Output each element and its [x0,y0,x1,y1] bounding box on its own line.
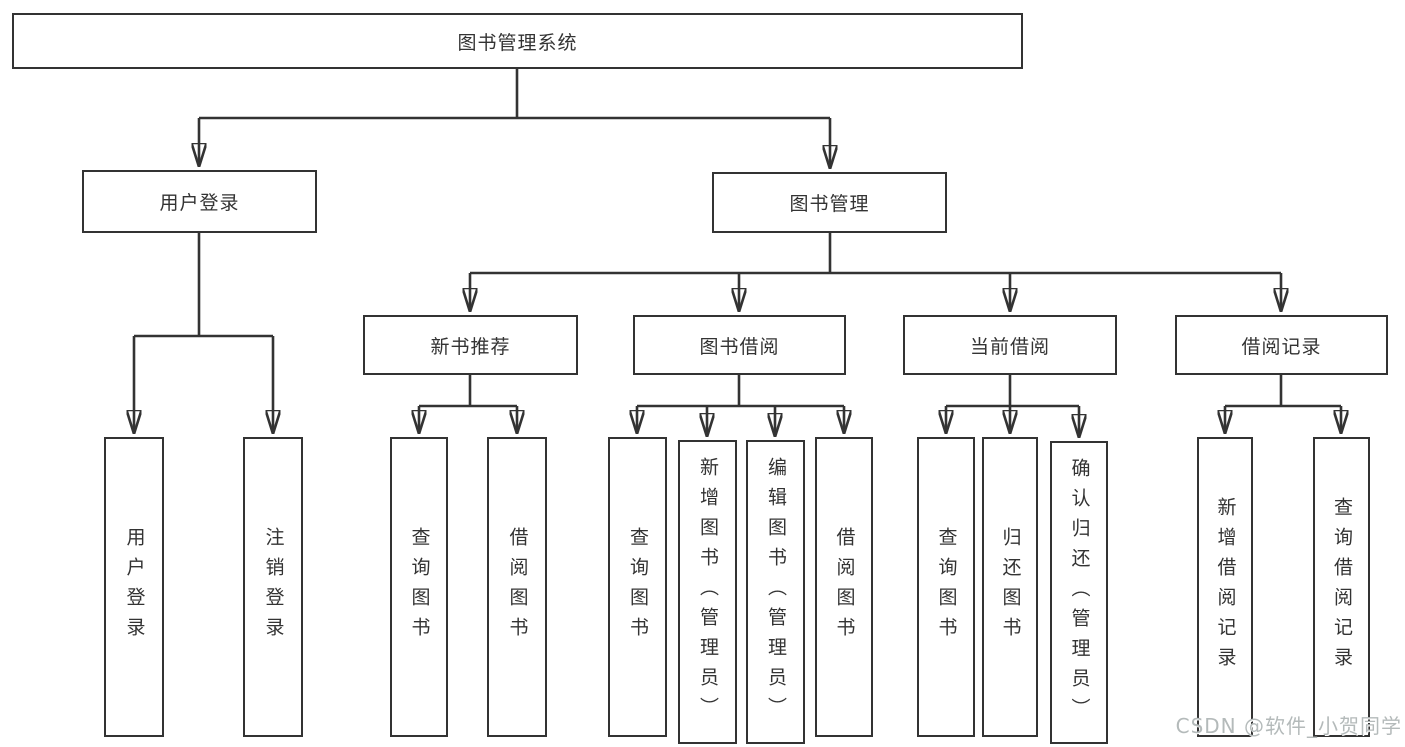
leaf-label: 编辑图书（管理员） [765,457,787,727]
leaf-label: 注销登录 [262,527,285,647]
leaf-query-books-recommend: 查询图书 [390,437,448,737]
leaf-label: 新增图书（管理员） [697,457,719,727]
node-new-book-recommend: 新书推荐 [363,315,578,375]
leaf-label: 查询图书 [627,527,649,647]
leaf-edit-book-admin: 编辑图书（管理员） [746,440,805,744]
leaf-label: 查询图书 [408,527,431,647]
leaf-label: 借阅图书 [833,527,856,647]
leaf-add-book-admin: 新增图书（管理员） [678,440,737,744]
leaf-label: 查询图书 [935,527,958,647]
node-borrow-records: 借阅记录 [1175,315,1388,375]
leaf-query-books-borrow: 查询图书 [608,437,667,737]
leaf-confirm-return-admin: 确认归还（管理员） [1050,441,1108,744]
leaf-borrow-books: 借阅图书 [815,437,873,737]
leaf-query-books-current: 查询图书 [917,437,975,737]
leaf-user-login: 用户登录 [104,437,164,737]
leaf-label: 确认归还（管理员） [1068,457,1091,728]
leaf-label: 用户登录 [123,527,146,647]
node-book-borrow: 图书借阅 [633,315,846,375]
leaf-label: 归还图书 [999,527,1022,647]
leaf-logout: 注销登录 [243,437,303,737]
leaf-label: 借阅图书 [506,527,529,647]
leaf-add-borrow-record: 新增借阅记录 [1197,437,1253,737]
leaf-label: 查询借阅记录 [1331,497,1353,677]
node-user-login: 用户登录 [82,170,317,233]
leaf-return-book: 归还图书 [982,437,1038,737]
node-current-borrow: 当前借阅 [903,315,1117,375]
leaf-query-borrow-record: 查询借阅记录 [1313,437,1370,737]
node-book-management: 图书管理 [712,172,947,233]
node-root: 图书管理系统 [12,13,1023,69]
leaf-borrow-books-recommend: 借阅图书 [487,437,547,737]
csdn-watermark: CSDN @软件_小贺同学 [1175,714,1402,738]
leaf-label: 新增借阅记录 [1214,497,1237,677]
